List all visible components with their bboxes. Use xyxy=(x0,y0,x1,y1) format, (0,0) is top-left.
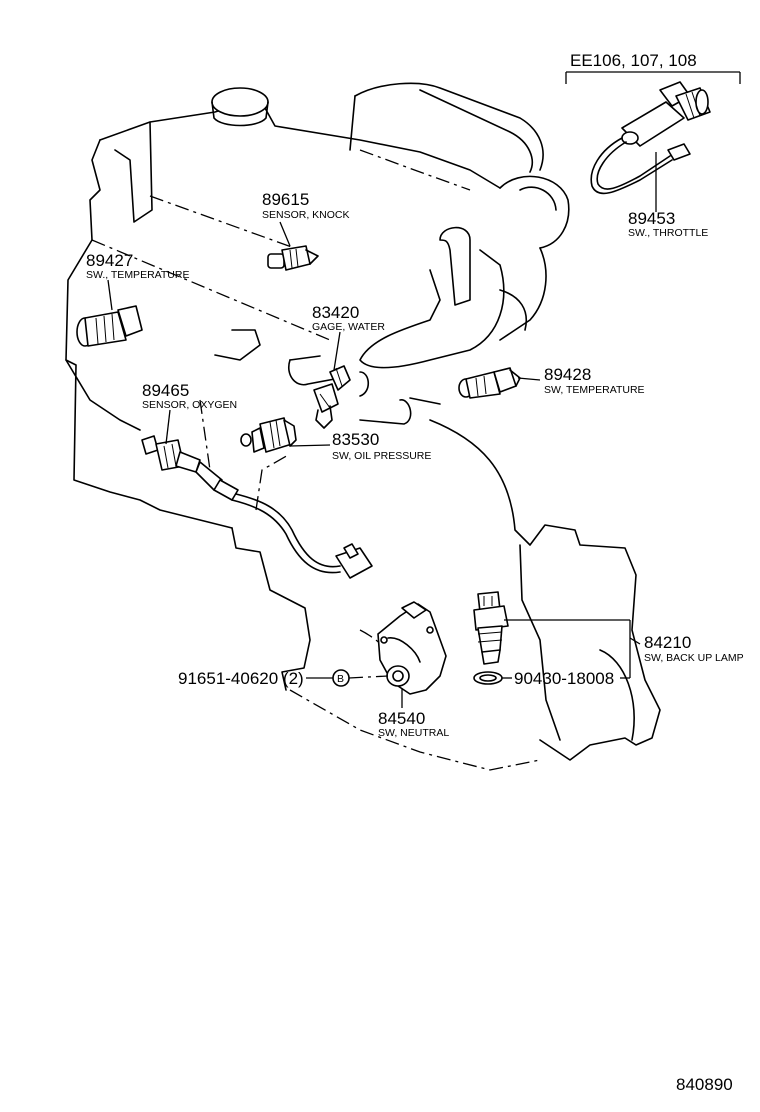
label-83420: 83420 GAGE, WATER xyxy=(312,303,385,333)
part-name-89427: SW., TEMPERATURE xyxy=(86,269,189,281)
part-name-89465: SENSOR, OXYGEN xyxy=(142,399,237,411)
temperature-switch-left-part xyxy=(76,305,143,347)
part-number-91651-40620: 91651-40620 (2) xyxy=(178,669,304,688)
part-name-83530: SW, OIL PRESSURE xyxy=(332,450,431,462)
throttle-switch-part xyxy=(590,81,711,195)
part-name-83420: GAGE, WATER xyxy=(312,321,385,333)
label-90430-18008: 90430-18008 xyxy=(514,669,614,688)
label-89428: 89428 SW, TEMPERATURE xyxy=(544,365,645,396)
part-name-89615: SENSOR, KNOCK xyxy=(262,209,350,221)
variant-callout: EE106, 107, 108 xyxy=(570,51,697,70)
label-89465: 89465 SENSOR, OXYGEN xyxy=(142,381,237,411)
part-name-89428: SW, TEMPERATURE xyxy=(544,384,645,396)
part-number-83530: 83530 xyxy=(332,430,379,449)
oxygen-sensor-part xyxy=(141,435,373,579)
knock-sensor-part xyxy=(267,245,319,271)
label-89453: 89453 SW., THROTTLE xyxy=(628,209,708,239)
part-number-89428: 89428 xyxy=(544,365,591,384)
part-number-89427: 89427 xyxy=(86,251,133,270)
part-name-84210: SW, BACK UP LAMP xyxy=(644,652,744,664)
water-gage-sender-part xyxy=(313,365,351,429)
figure-id: 840890 xyxy=(676,1075,733,1094)
label-89615: 89615 SENSOR, KNOCK xyxy=(262,190,350,221)
label-83530: 83530 SW, OIL PRESSURE xyxy=(332,430,431,462)
bolt-symbol: B xyxy=(332,669,350,687)
temperature-switch-right-part xyxy=(458,367,521,399)
part-number-89453: 89453 xyxy=(628,209,675,228)
oil-filler-cap xyxy=(211,87,269,117)
engine-block-outline xyxy=(65,82,661,761)
neutral-start-switch-part xyxy=(377,601,447,695)
part-number-83420: 83420 xyxy=(312,303,359,322)
leader-lines xyxy=(107,71,741,708)
label-84540: 84540 SW, NEUTRAL xyxy=(378,709,449,739)
part-number-89465: 89465 xyxy=(142,381,189,400)
bolt-symbol-letter: B xyxy=(337,673,344,685)
label-91651-40620: 91651-40620 (2) xyxy=(178,669,304,688)
variant-label: EE106, 107, 108 xyxy=(570,51,697,70)
part-name-89453: SW., THROTTLE xyxy=(628,227,708,239)
part-number-84210: 84210 xyxy=(644,633,691,652)
part-name-84540: SW, NEUTRAL xyxy=(378,727,449,739)
oil-pressure-switch-part xyxy=(240,417,297,453)
part-number-84540: 84540 xyxy=(378,709,425,728)
back-up-lamp-switch-part xyxy=(473,591,509,685)
label-84210: 84210 SW, BACK UP LAMP xyxy=(644,633,744,664)
part-number-90430-18008: 90430-18008 xyxy=(514,669,614,688)
label-89427: 89427 SW., TEMPERATURE xyxy=(86,251,189,281)
part-number-89615: 89615 xyxy=(262,190,309,209)
